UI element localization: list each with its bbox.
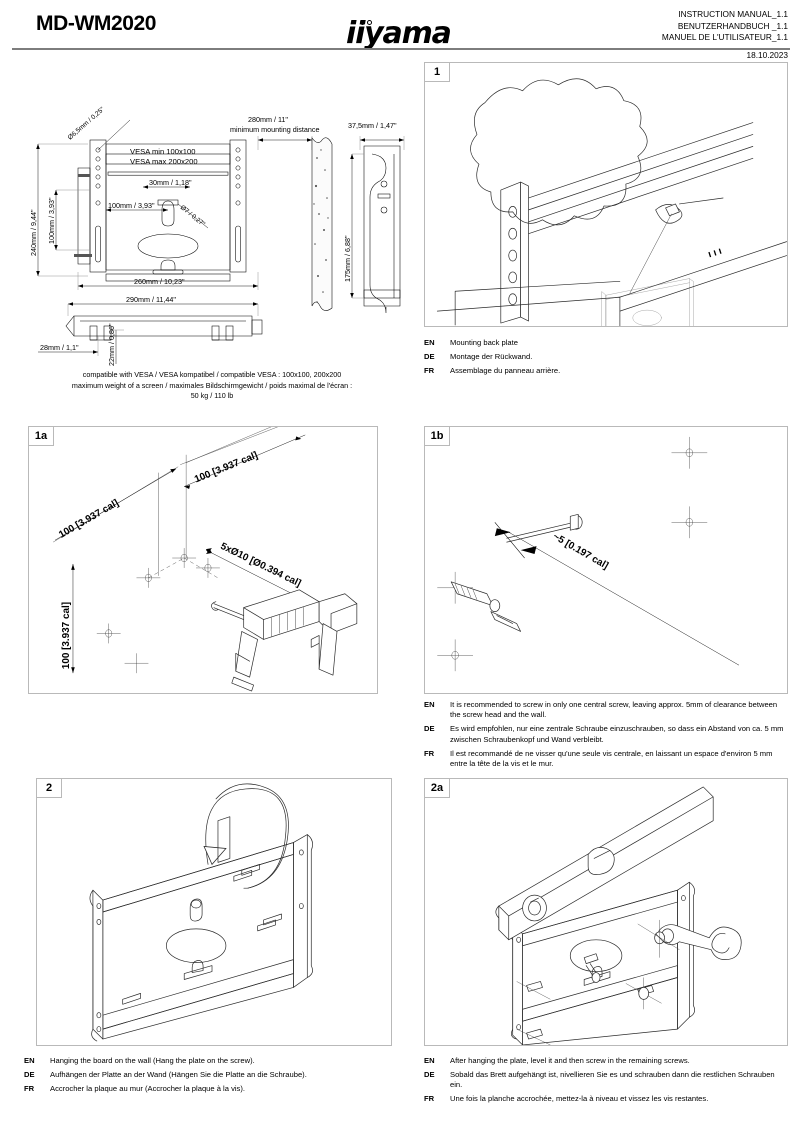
caption-text-de: Sobald das Brett aufgehängt ist, nivelli… — [450, 1069, 775, 1090]
panel-1b-caption: EN It is recommended to screw in only on… — [424, 700, 788, 773]
caption-row-de: DE Montage der Rückwand. — [424, 352, 788, 362]
svg-text:22mm / 0,86": 22mm / 0,86" — [107, 323, 116, 366]
caption-row-fr: FR Une fois la planche accrochée, mettez… — [424, 1094, 788, 1104]
panel-1-illustration: ı ı ı — [436, 78, 787, 326]
manual-line-de: BENUTZERHANDBUCH _1.1 — [677, 20, 788, 31]
panel-2-badge: 2 — [36, 778, 62, 798]
panel-step-2a: 2a — [424, 778, 788, 1046]
panel-step-2: 2 — [36, 778, 392, 1046]
page-title: MD-WM2020 — [36, 12, 157, 35]
panel-2-caption: EN Hanging the board on the wall (Hang t… — [24, 1056, 392, 1098]
caption-lang-en: EN — [424, 1056, 435, 1065]
svg-text:Ø7 / 0,27": Ø7 / 0,27" — [179, 204, 207, 228]
caption-lang-fr: FR — [424, 748, 435, 758]
svg-text:VESA min 100x100: VESA min 100x100 — [130, 147, 195, 156]
panel-step-1: 1 — [424, 62, 788, 327]
caption-lang-de: DE — [424, 724, 435, 734]
caption-row-fr: FR Accrocher la plaque au mur (Accrocher… — [24, 1084, 392, 1094]
panel-step-1a: 1a 100 [3.937 cal] 100 [3.937 cal] 100 [… — [28, 426, 378, 694]
vesa-compatibility-note: compatible with VESA / VESA kompatibel /… — [12, 370, 412, 402]
caption-lang-de: DE — [424, 1069, 435, 1079]
svg-text:30mm / 1,18": 30mm / 1,18" — [149, 178, 192, 187]
panel-1a-badge: 1a — [28, 426, 54, 446]
caption-row-en: EN Mounting back plate — [424, 338, 788, 348]
svg-text:Ø6,5mm / 0,25": Ø6,5mm / 0,25" — [67, 106, 107, 142]
iiyama-logo: iiyama — [336, 10, 476, 51]
logo-wordmark: iiyama — [346, 16, 452, 51]
page-header: MD-WM2020 iiyama INSTRUCTION MANUAL_1.1 … — [0, 0, 802, 60]
manual-version-block: INSTRUCTION MANUAL_1.1 BENUTZERHANDBUCH … — [662, 9, 788, 44]
panel-1b-badge: 1b — [424, 426, 450, 446]
panel-1-caption: EN Mounting back plate DE Montage der Rü… — [424, 338, 788, 380]
svg-text:100mm / 3,93": 100mm / 3,93" — [108, 201, 155, 210]
svg-text:290mm / 11,44": 290mm / 11,44" — [126, 295, 176, 304]
panel-1a-illustration: 100 [3.937 cal] 100 [3.937 cal] 100 [3.9… — [53, 427, 358, 692]
panel-2-illustration — [89, 783, 313, 1042]
caption-row-de: DE Es wird empfohlen, nur eine zentrale … — [424, 724, 788, 745]
caption-text-en: Hanging the board on the wall (Hang the … — [50, 1056, 255, 1065]
caption-text-en: Mounting back plate — [450, 338, 518, 347]
panel-step-1b: 1b ~5 [0.197 cal] — [424, 426, 788, 694]
note-line-1: compatible with VESA / VESA kompatibel /… — [82, 370, 342, 379]
caption-lang-en: EN — [24, 1056, 35, 1065]
caption-text-de: Es wird empfohlen, nur eine zentrale Sch… — [450, 724, 784, 744]
panel-1-badge: 1 — [424, 62, 450, 82]
caption-text-fr: Assemblage du panneau arrière. — [450, 365, 561, 375]
logo-dots-icon — [360, 12, 374, 30]
panel-2a-badge: 2a — [424, 778, 450, 798]
caption-row-de: DE Sobald das Brett aufgehängt ist, nive… — [424, 1070, 788, 1091]
panel-2a-caption: EN After hanging the plate, level it and… — [424, 1056, 788, 1108]
caption-row-fr: FR Il est recommandé de ne visser qu'une… — [424, 749, 788, 770]
svg-text:175mm / 6,88": 175mm / 6,88" — [343, 235, 352, 282]
note-line-3: 50 kg / 110 lb — [190, 391, 234, 400]
caption-row-en: EN After hanging the plate, level it and… — [424, 1056, 788, 1066]
svg-text:28mm / 1,1": 28mm / 1,1" — [40, 343, 79, 352]
caption-row-en: EN Hanging the board on the wall (Hang t… — [24, 1056, 392, 1066]
svg-text:ı ı ı: ı ı ı — [707, 246, 724, 261]
svg-text:240mm / 9,44": 240mm / 9,44" — [29, 209, 38, 256]
svg-text:100 [3.937 cal]: 100 [3.937 cal] — [61, 602, 72, 669]
header-divider — [12, 48, 790, 50]
document-date: 18.10.2023 — [746, 50, 788, 60]
caption-text-fr: Accrocher la plaque au mur (Accrocher la… — [50, 1083, 245, 1093]
svg-text:~5 [0.197 cal]: ~5 [0.197 cal] — [551, 531, 610, 572]
svg-text:VESA max 200x200: VESA max 200x200 — [130, 157, 198, 166]
caption-lang-de: DE — [24, 1069, 35, 1079]
caption-text-en: After hanging the plate, level it and th… — [450, 1056, 690, 1065]
svg-text:minimum mounting distance: minimum mounting distance — [230, 125, 319, 134]
svg-text:5xØ10 [Ø0.394 cal]: 5xØ10 [Ø0.394 cal] — [219, 541, 303, 590]
manual-line-fr: MANUEL DE L'UTILISATEUR_1.1 — [661, 32, 788, 42]
caption-row-fr: FR Assemblage du panneau arrière. — [424, 366, 788, 376]
caption-lang-en: EN — [424, 338, 435, 347]
caption-text-fr: Il est recommandé de ne visser qu'une se… — [450, 748, 773, 769]
panel-1b-illustration: ~5 [0.197 cal] — [437, 436, 740, 672]
panel-2a-illustration — [495, 786, 742, 1045]
caption-lang-fr: FR — [424, 1094, 435, 1104]
technical-drawing: Ø6,5mm / 0,25" VESA min 100x100 VESA max… — [12, 58, 412, 413]
caption-lang-en: EN — [424, 700, 435, 709]
svg-text:260mm / 10,23": 260mm / 10,23" — [134, 277, 185, 286]
caption-text-de: Montage der Rückwand. — [450, 351, 533, 361]
svg-text:100 [3.937 cal]: 100 [3.937 cal] — [193, 450, 259, 485]
note-line-2: maximum weight of a screen / maximales B… — [71, 380, 353, 390]
svg-text:100mm / 3,93": 100mm / 3,93" — [47, 197, 56, 244]
caption-row-de: DE Aufhängen der Platte an der Wand (Hän… — [24, 1070, 392, 1080]
caption-text-fr: Une fois la planche accrochée, mettez-la… — [450, 1094, 709, 1104]
caption-text-de: Aufhängen der Platte an der Wand (Hängen… — [50, 1069, 307, 1079]
manual-line-en: INSTRUCTION MANUAL_1.1 — [678, 9, 788, 19]
caption-lang-fr: FR — [24, 1083, 35, 1093]
technical-drawing-svg: Ø6,5mm / 0,25" VESA min 100x100 VESA max… — [29, 106, 405, 366]
caption-lang-fr: FR — [424, 365, 435, 375]
caption-lang-de: DE — [424, 351, 435, 361]
svg-text:280mm / 11": 280mm / 11" — [248, 115, 288, 124]
caption-row-en: EN It is recommended to screw in only on… — [424, 700, 788, 721]
svg-text:37,5mm / 1,47": 37,5mm / 1,47" — [348, 121, 397, 130]
svg-text:100 [3.937 cal]: 100 [3.937 cal] — [57, 498, 121, 541]
caption-text-en: It is recommended to screw in only one c… — [450, 700, 778, 720]
